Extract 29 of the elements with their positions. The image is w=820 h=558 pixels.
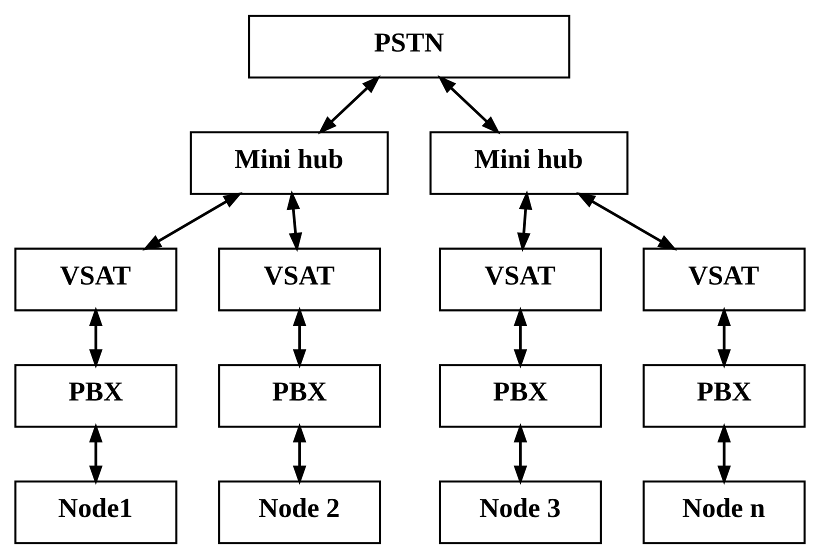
arrow xyxy=(89,422,103,484)
arrow xyxy=(142,192,243,250)
node-box: PBX xyxy=(14,364,178,428)
arrow xyxy=(292,422,306,484)
node-box: Node 2 xyxy=(218,480,382,544)
arrow xyxy=(286,190,302,252)
node-box: VSAT xyxy=(642,247,806,311)
node-box: PBX xyxy=(642,364,806,428)
arrow xyxy=(514,306,528,368)
arrow xyxy=(717,422,731,484)
arrow xyxy=(89,306,103,368)
arrow xyxy=(514,422,528,484)
arrow xyxy=(576,192,678,250)
arrow xyxy=(292,306,306,368)
node-box: VSAT xyxy=(14,247,178,311)
node-box: PBX xyxy=(218,364,382,428)
node-box: PBX xyxy=(438,364,602,428)
arrow xyxy=(717,306,731,368)
arrow xyxy=(438,74,500,134)
node-box: PSTN xyxy=(248,14,570,78)
node-box: Mini hub xyxy=(430,130,628,194)
arrow xyxy=(318,74,381,134)
node-box: Mini hub xyxy=(190,130,389,194)
node-box: Node1 xyxy=(14,480,178,544)
node-box: Node 3 xyxy=(438,480,602,544)
node-box: VSAT xyxy=(438,247,602,311)
node-box: VSAT xyxy=(218,247,382,311)
node-box: Node n xyxy=(642,480,806,544)
arrow xyxy=(517,190,532,252)
